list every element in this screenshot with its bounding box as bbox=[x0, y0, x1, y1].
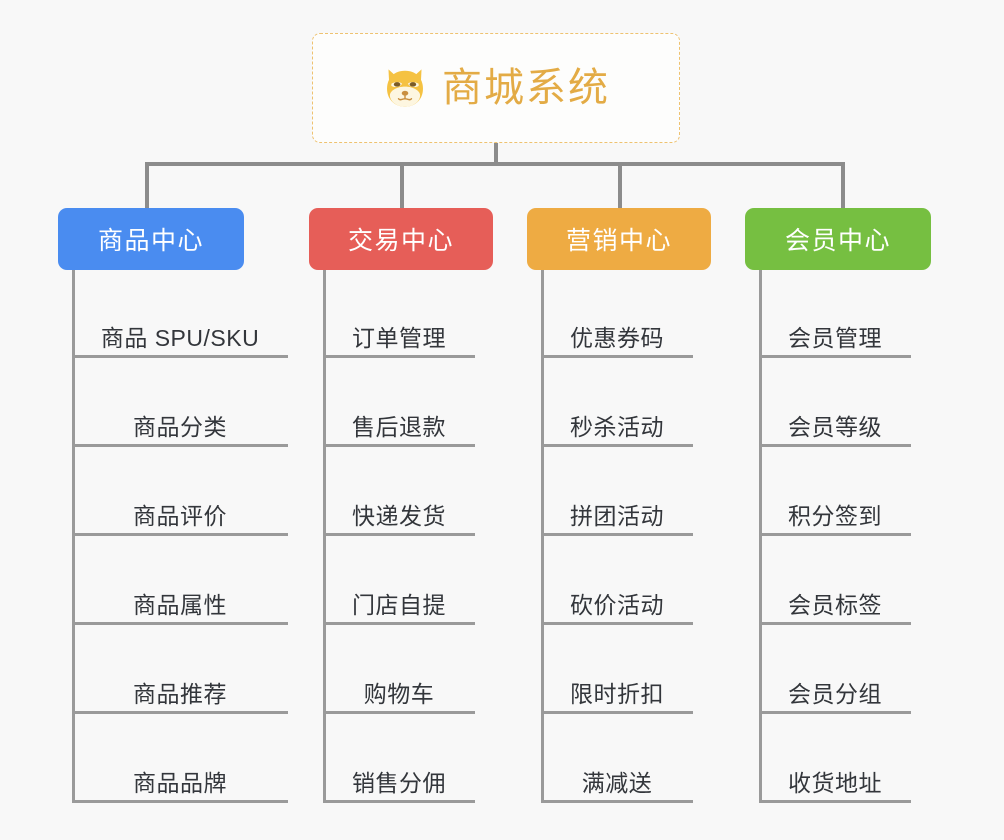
leaf-item[interactable]: 会员分组 bbox=[759, 660, 911, 714]
branch-header-label: 会员中心 bbox=[784, 227, 891, 255]
connector-drop-3 bbox=[618, 162, 622, 210]
leaf-item[interactable]: 商品 SPU/SKU bbox=[72, 304, 288, 358]
connector-root-stem bbox=[494, 143, 498, 164]
leaf-item-label: 商品评价 bbox=[133, 502, 227, 529]
leaf-item[interactable]: 订单管理 bbox=[323, 304, 475, 358]
branch-header-label: 交易中心 bbox=[347, 227, 454, 255]
leaf-item-label: 会员分组 bbox=[788, 680, 882, 707]
branch-header-label: 商品中心 bbox=[97, 227, 204, 255]
leaf-item-label: 门店自提 bbox=[352, 591, 446, 618]
leaf-item-label: 限时折扣 bbox=[570, 680, 664, 707]
leaf-item-label: 积分签到 bbox=[788, 502, 882, 529]
leaf-item[interactable]: 砍价活动 bbox=[541, 571, 693, 625]
leaf-item[interactable]: 优惠券码 bbox=[541, 304, 693, 358]
leaf-item[interactable]: 收货地址 bbox=[759, 749, 911, 803]
connector-drop-2 bbox=[400, 162, 404, 210]
leaf-item-label: 快递发货 bbox=[352, 502, 446, 529]
leaf-item[interactable]: 门店自提 bbox=[323, 571, 475, 625]
branch-spine-product-center bbox=[72, 270, 75, 803]
leaf-item[interactable]: 售后退款 bbox=[323, 393, 475, 447]
leaf-item-label: 秒杀活动 bbox=[570, 413, 664, 440]
leaf-item-label: 收货地址 bbox=[788, 769, 882, 796]
leaf-item[interactable]: 会员管理 bbox=[759, 304, 911, 358]
branch-header-product-center[interactable]: 商品中心 bbox=[58, 208, 244, 270]
leaf-item-label: 满减送 bbox=[581, 769, 653, 796]
branch-header-label: 营销中心 bbox=[565, 227, 672, 255]
branch-spine-marketing-center bbox=[541, 270, 544, 803]
leaf-item-label: 订单管理 bbox=[352, 324, 446, 351]
leaf-item[interactable]: 会员等级 bbox=[759, 393, 911, 447]
leaf-item-label: 售后退款 bbox=[352, 413, 446, 440]
branch-header-marketing-center[interactable]: 营销中心 bbox=[527, 208, 711, 270]
leaf-item[interactable]: 商品分类 bbox=[72, 393, 288, 447]
leaf-item[interactable]: 商品品牌 bbox=[72, 749, 288, 803]
leaf-item-label: 砍价活动 bbox=[570, 591, 664, 618]
branch-spine-member-center bbox=[759, 270, 762, 803]
connector-horizontal-bus bbox=[145, 162, 845, 166]
leaf-item[interactable]: 商品推荐 bbox=[72, 660, 288, 714]
leaf-item[interactable]: 满减送 bbox=[541, 749, 693, 803]
branch-header-member-center[interactable]: 会员中心 bbox=[745, 208, 931, 270]
leaf-item[interactable]: 会员标签 bbox=[759, 571, 911, 625]
leaf-item-label: 优惠券码 bbox=[570, 324, 664, 351]
leaf-item[interactable]: 快递发货 bbox=[323, 482, 475, 536]
leaf-item-label: 购物车 bbox=[363, 680, 435, 707]
leaf-item-label: 会员等级 bbox=[788, 413, 882, 440]
connector-drop-1 bbox=[145, 162, 149, 210]
leaf-item-label: 商品分类 bbox=[133, 413, 227, 440]
leaf-item-label: 商品属性 bbox=[133, 591, 227, 618]
connector-drop-4 bbox=[841, 162, 845, 210]
branch-header-trade-center[interactable]: 交易中心 bbox=[309, 208, 493, 270]
leaf-item-label: 商品 SPU/SKU bbox=[100, 324, 260, 351]
root-title: 商城系统 bbox=[442, 66, 610, 110]
leaf-item-label: 会员标签 bbox=[788, 591, 882, 618]
leaf-item-label: 销售分佣 bbox=[352, 769, 446, 796]
branch-spine-trade-center bbox=[323, 270, 326, 803]
leaf-item[interactable]: 购物车 bbox=[323, 660, 475, 714]
leaf-item-label: 商品推荐 bbox=[133, 680, 227, 707]
leaf-item-label: 商品品牌 bbox=[133, 769, 227, 796]
leaf-item[interactable]: 商品评价 bbox=[72, 482, 288, 536]
leaf-item[interactable]: 秒杀活动 bbox=[541, 393, 693, 447]
shiba-inu-dog-face-icon bbox=[387, 69, 423, 107]
leaf-item[interactable]: 拼团活动 bbox=[541, 482, 693, 536]
leaf-item[interactable]: 限时折扣 bbox=[541, 660, 693, 714]
leaf-item[interactable]: 积分签到 bbox=[759, 482, 911, 536]
leaf-item-label: 拼团活动 bbox=[570, 502, 664, 529]
leaf-item-label: 会员管理 bbox=[788, 324, 882, 351]
root-node[interactable]: 商城系统 bbox=[312, 33, 680, 143]
leaf-item[interactable]: 商品属性 bbox=[72, 571, 288, 625]
leaf-item[interactable]: 销售分佣 bbox=[323, 749, 475, 803]
